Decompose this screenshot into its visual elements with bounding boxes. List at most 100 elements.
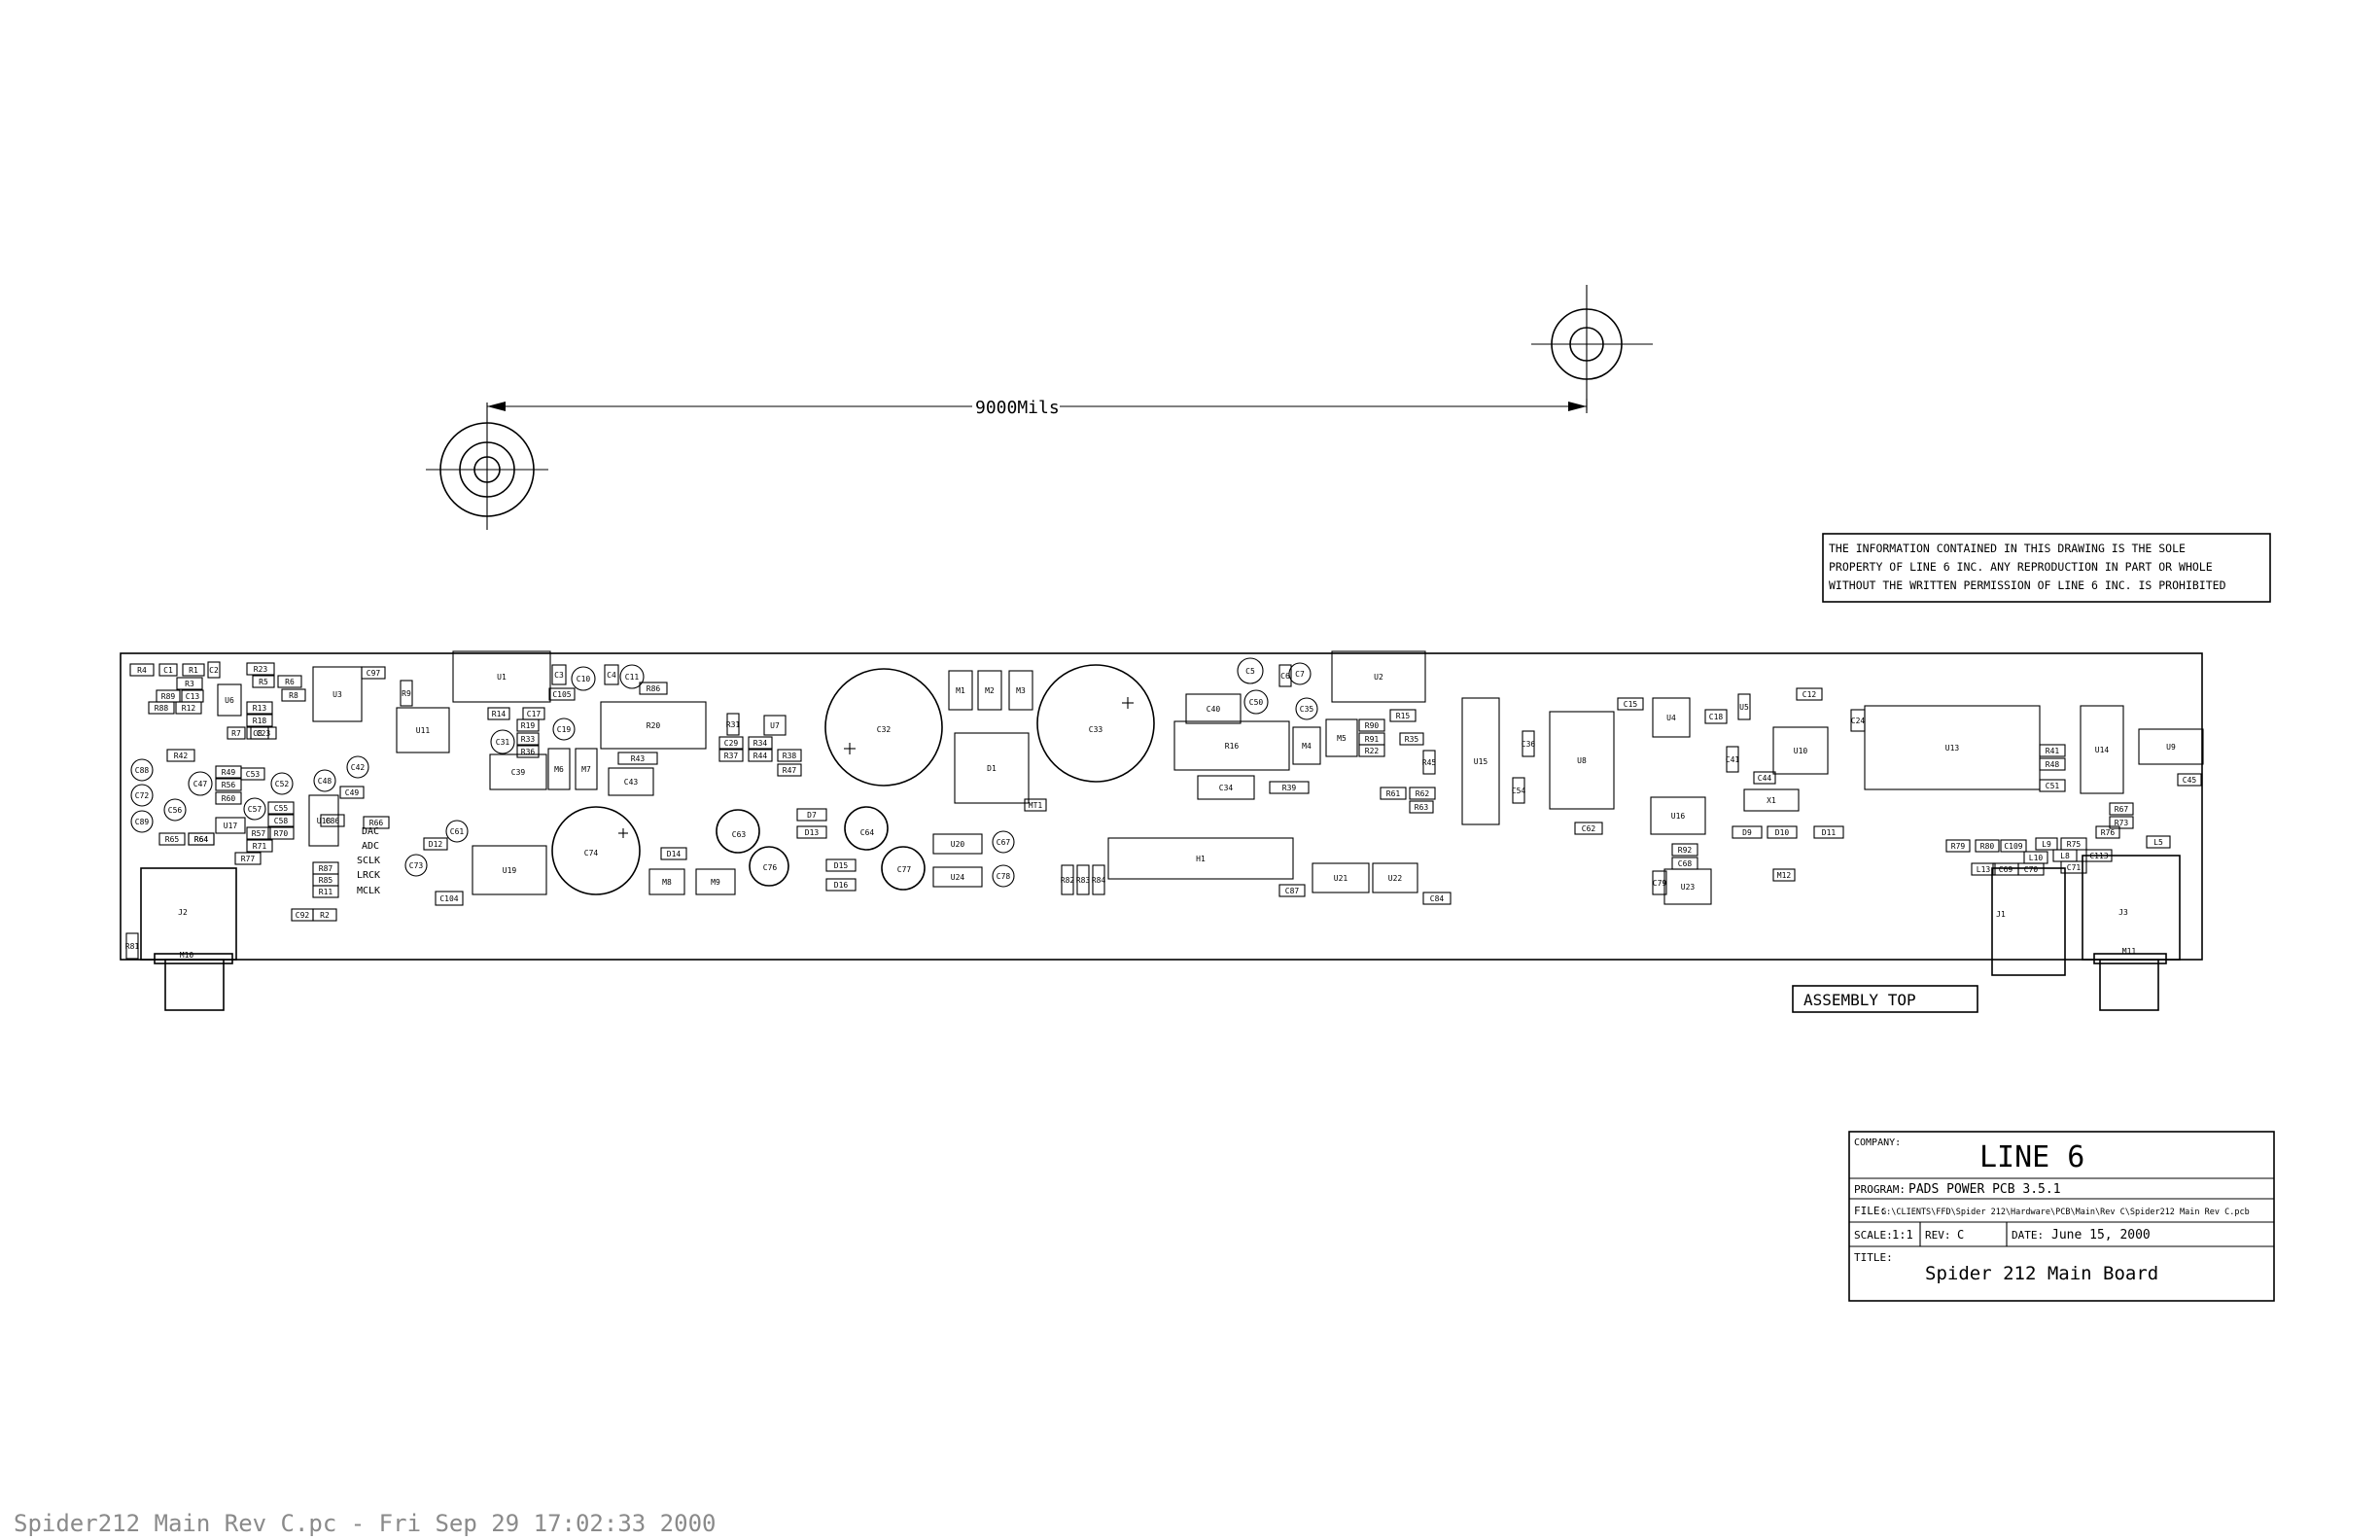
component-c54: C54 [1512,777,1525,804]
component-r81: R81 [125,932,140,960]
component-ref-label: R64 [194,835,209,844]
component-ref-label: C52 [275,780,290,788]
component-c58: C58 [267,814,295,827]
component-ref-label: R37 [724,752,739,760]
scale-label: SCALE: [1854,1229,1893,1242]
component-m6: M6 [547,748,571,790]
component-ref-label: D14 [667,850,682,858]
component-r16: R16 [1173,720,1290,771]
component-r14: R14 [487,707,510,720]
board-outline [120,652,2203,961]
dimension-label: 9000Mils [975,398,1060,418]
component-ref-label: L5 [2153,838,2163,847]
component-c64: C64 [860,828,875,837]
component-ref-label: R9 [402,689,411,698]
component-r73: R73 [2109,816,2134,829]
component-ref-label: R83 [1076,876,1091,885]
component-r64: R64 [188,832,215,846]
component-u2: U2 [1331,650,1426,703]
component-ref-label: R81 [125,942,140,951]
component-ref-label: C71 [2067,863,2082,872]
signal-dac: DAC [362,826,379,837]
component-ref-label: R60 [222,794,236,803]
component-c68: C68 [1671,857,1698,870]
assembly-label: ASSEMBLY TOP [1792,985,1978,1013]
component-ref-label: C79 [1653,879,1667,888]
component-ref-label: R13 [253,704,267,713]
date-label: DATE: [2012,1229,2044,1242]
plot-footer: Spider212 Main Rev C.pc - Fri Sep 29 17:… [14,1510,717,1537]
component-c35: C35 [1295,697,1318,720]
component-c50: C50 [1243,689,1269,715]
component-j2: J2 [178,908,188,917]
signal-adc: ADC [362,841,379,852]
component-ref-label: U2 [1374,673,1383,682]
component-ref-label: U1 [497,673,507,682]
component-c33: C33 [1089,725,1103,734]
component-ref-label: C58 [274,817,289,825]
component-c48: C48 [313,769,336,792]
component-ref-label: C32 [877,725,892,734]
component-r8: R8 [281,688,306,702]
component-r1: R1 [182,663,205,677]
component-m9: M9 [695,868,736,895]
proprietary-notice: THE INFORMATION CONTAINED IN THIS DRAWIN… [1822,533,2271,603]
component-c42: C42 [346,755,369,779]
component-ref-label: R20 [647,721,661,730]
program-value: PADS POWER PCB 3.5.1 [1908,1182,2061,1197]
component-ref-label: C50 [1249,698,1264,707]
component-d14: D14 [660,847,687,860]
signal-mclk: MCLK [357,886,380,896]
component-ref-label: U8 [1577,756,1587,765]
component-ref-label: M11 [2122,947,2137,956]
component-u19: U19 [472,845,547,895]
jack-j1 [1991,867,2066,976]
component-ref-label: C13 [186,692,200,701]
component-ref-label: C45 [2183,776,2197,785]
component-ref-label: R45 [1422,758,1437,767]
component-ref-label: C23 [257,729,271,738]
component-ref-label: C6 [1280,672,1290,681]
component-ref-label: R34 [753,739,768,748]
component-ref-label: R2 [320,911,330,920]
rev-value: C [1957,1228,1964,1242]
component-ref-label: C104 [439,894,458,903]
component-ref-label: C64 [860,828,875,837]
component-r9: R9 [400,680,413,707]
component-c17: C17 [522,707,545,720]
component-r39: R39 [1269,781,1310,794]
component-ref-label: R82 [1061,876,1075,885]
component-ref-label: D13 [805,828,820,837]
component-d1: D1 [954,732,1030,804]
component-m10: M10 [180,951,194,960]
component-ref-label: R73 [2115,819,2129,827]
component-ref-label: C31 [496,738,510,747]
component-u24: U24 [932,866,983,888]
component-u10: U10 [1772,726,1829,775]
component-c1: C1 [158,663,178,677]
component-r7: R7 [227,726,246,740]
component-ref-label: R39 [1282,784,1297,792]
component-c18: C18 [1704,709,1728,724]
component-ref-label: R49 [222,768,236,777]
component-u20: U20 [932,833,983,855]
component-u21: U21 [1312,862,1370,893]
component-ref-label: C87 [1285,887,1300,895]
component-u7: U7 [763,715,787,736]
component-c57: C57 [243,797,266,821]
component-r2: R2 [312,908,337,922]
component-r37: R37 [718,749,744,762]
component-ref-label: R4 [137,666,147,675]
component-ref-label: C72 [135,791,150,800]
component-ref-label: D12 [429,840,443,849]
component-r63: R63 [1409,800,1434,814]
component-c78: C78 [992,864,1015,888]
component-r38: R38 [777,749,802,762]
component-ref-label: R75 [2067,840,2082,849]
component-ref-label: C7 [1295,670,1305,679]
component-c40: C40 [1185,693,1242,724]
component-ref-label: C63 [732,830,747,839]
component-m1: M1 [948,670,973,711]
file-value: G:\CLIENTS\FFD\Spider 212\Hardware\PCB\M… [1881,1208,2250,1217]
